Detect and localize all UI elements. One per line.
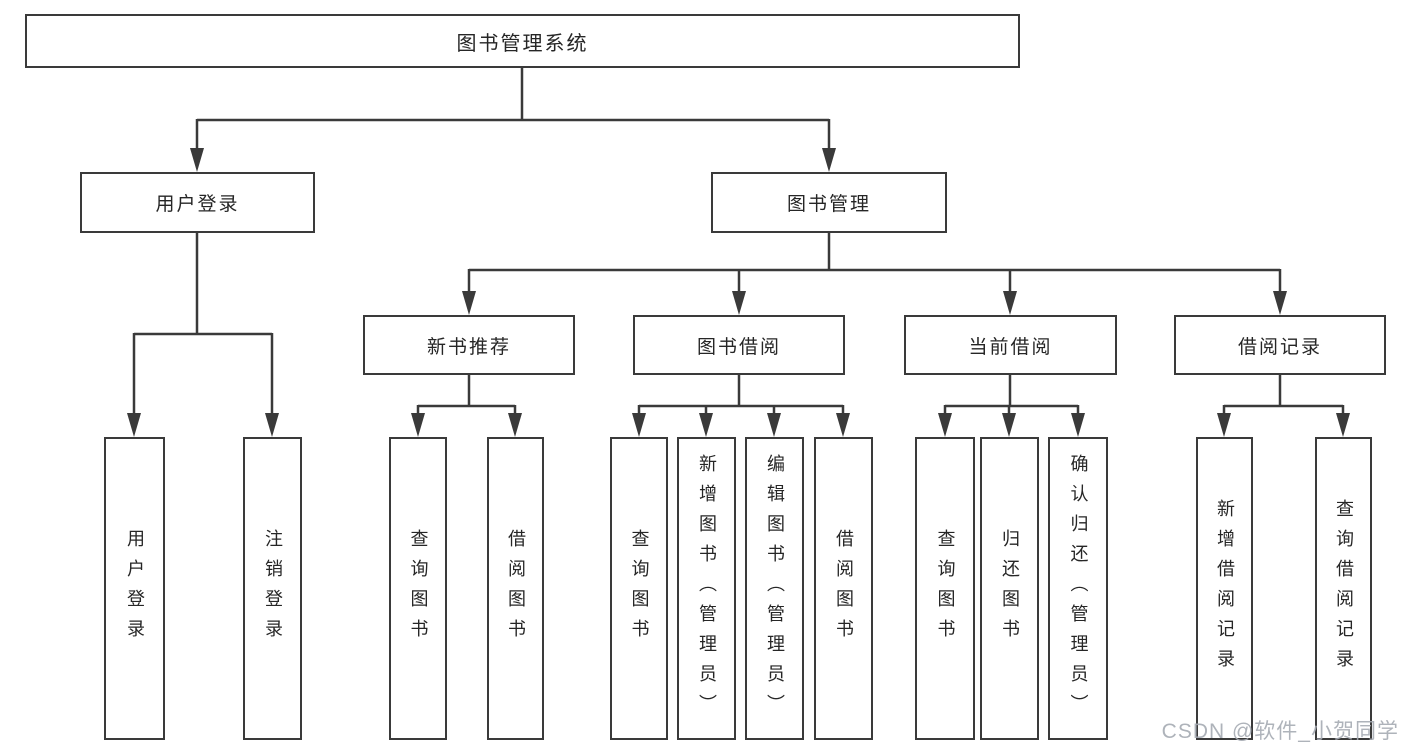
node-label: 图书管理 bbox=[786, 194, 871, 215]
node-leaf-query-borrow-record: 查询借阅记录 bbox=[1315, 437, 1372, 740]
node-leaf-add-borrow-record: 新增借阅记录 bbox=[1196, 437, 1253, 740]
node-label: 查询图书 bbox=[629, 528, 650, 649]
node-leaf-logout: 注销登录 bbox=[243, 437, 302, 740]
node-label: 用户登录 bbox=[155, 194, 240, 215]
node-label: 新增借阅记录 bbox=[1214, 498, 1235, 679]
node-current-borrowing: 当前借阅 bbox=[904, 315, 1117, 375]
node-label: 查询图书 bbox=[408, 528, 429, 649]
node-label: 图书借阅 bbox=[696, 336, 781, 358]
node-label: 注销登录 bbox=[262, 528, 283, 649]
node-leaf-query-books-current: 查询图书 bbox=[915, 437, 975, 740]
node-leaf-return-books: 归还图书 bbox=[980, 437, 1039, 740]
node-leaf-query-books-recommend: 查询图书 bbox=[389, 437, 447, 740]
node-label: 图书管理系统 bbox=[456, 32, 589, 55]
node-label: 归还图书 bbox=[999, 528, 1020, 649]
node-leaf-user-login: 用户登录 bbox=[104, 437, 165, 740]
node-label: 借阅图书 bbox=[505, 528, 526, 649]
node-leaf-query-books-borrowing: 查询图书 bbox=[610, 437, 668, 740]
node-book-borrowing: 图书借阅 bbox=[633, 315, 845, 375]
node-label: 借阅记录 bbox=[1237, 336, 1322, 358]
node-label: 新增图书（管理员） bbox=[696, 453, 717, 724]
node-label: 借阅图书 bbox=[833, 528, 854, 649]
node-label: 当前借阅 bbox=[968, 336, 1053, 358]
node-label: 查询借阅记录 bbox=[1333, 498, 1354, 679]
node-book-management: 图书管理 bbox=[711, 172, 947, 233]
node-leaf-borrow-books-recommend: 借阅图书 bbox=[487, 437, 544, 740]
node-leaf-borrow-books-borrowing: 借阅图书 bbox=[814, 437, 873, 740]
node-leaf-confirm-return-admin: 确认归还（管理员） bbox=[1048, 437, 1108, 740]
node-user-login: 用户登录 bbox=[80, 172, 315, 233]
node-label: 编辑图书（管理员） bbox=[764, 453, 785, 724]
node-label: 确认归还（管理员） bbox=[1068, 453, 1089, 724]
node-label: 新书推荐 bbox=[426, 336, 511, 358]
node-library-management-system: 图书管理系统 bbox=[25, 14, 1020, 68]
node-new-book-recommend: 新书推荐 bbox=[363, 315, 575, 375]
node-leaf-edit-books-admin: 编辑图书（管理员） bbox=[745, 437, 804, 740]
node-label: 查询图书 bbox=[935, 528, 956, 649]
watermark: CSDN @软件_小贺同学 bbox=[1161, 720, 1399, 743]
node-borrowing-records: 借阅记录 bbox=[1174, 315, 1386, 375]
node-label: 用户登录 bbox=[124, 528, 145, 649]
arrowhead-icons bbox=[127, 148, 1350, 437]
node-leaf-add-books-admin: 新增图书（管理员） bbox=[677, 437, 736, 740]
